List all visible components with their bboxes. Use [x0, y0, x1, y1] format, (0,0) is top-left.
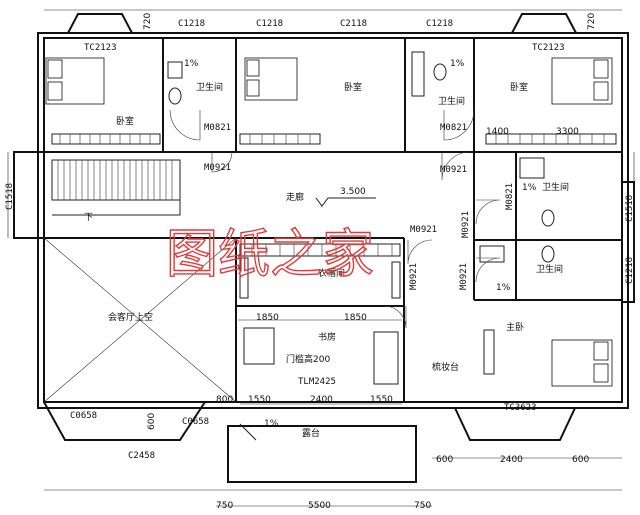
- door-m0921-right-c: M0921: [409, 263, 419, 290]
- dim-bot-800: 800: [216, 395, 233, 405]
- watermark: 图纸之家: [166, 225, 374, 285]
- exterior-walls: [13, 13, 635, 441]
- window-c0658-a: C0658: [70, 411, 97, 421]
- door-opening-label: 门槛高200: [286, 353, 330, 365]
- dim-bottom-750-a: 750: [216, 501, 233, 511]
- window-c1518-left: C1518: [5, 183, 15, 210]
- interior-walls: [44, 38, 622, 483]
- terrace-slope-arrow: [239, 423, 257, 441]
- dim-right-1400: 1400: [486, 127, 509, 137]
- elevation-label: 3.500: [340, 187, 366, 197]
- slope-label-3: 1%: [522, 183, 537, 193]
- bed-left: [45, 57, 105, 105]
- window-c1218-a: C1218: [178, 19, 205, 29]
- window-c1518-right: C1518: [625, 195, 635, 222]
- dim-study-1850-a: 1850: [256, 313, 279, 323]
- room-corridor: 走廊: [286, 191, 304, 203]
- slope-label-5: 1%: [264, 419, 279, 429]
- window-tc2123-right: TC2123: [532, 43, 565, 53]
- door-m0921-right-d: M0921: [459, 263, 469, 290]
- door-m0921-left: M0921: [204, 163, 231, 173]
- dimension-lines: [7, 9, 635, 507]
- dim-bot-600-left: 600: [147, 413, 157, 430]
- dim-study-1850-b: 1850: [344, 313, 367, 323]
- room-bath-center: 卫生间: [438, 95, 465, 107]
- room-terrace: 露台: [302, 427, 320, 439]
- window-c1218-c: C1218: [426, 19, 453, 29]
- dim-top-720-left: 720: [143, 13, 153, 30]
- dim-bot-1550-b: 1550: [370, 395, 393, 405]
- slope-label-2: 1%: [450, 59, 465, 69]
- room-bath-right-lower: 卫生间: [536, 263, 563, 275]
- room-bath-right-upper: 卫生间: [542, 181, 569, 193]
- cloakroom-rack: [239, 243, 401, 299]
- room-master-bedroom: 主卧: [506, 321, 524, 333]
- wardrobe-right: [485, 133, 617, 145]
- room-bath-left: 卫生间: [196, 81, 223, 93]
- window-c1218-right: C1218: [625, 257, 635, 284]
- door-m0921-center: M0921: [440, 165, 467, 175]
- dim-bot-600-b: 600: [572, 455, 589, 465]
- window-tlm2425: TLM2425: [298, 377, 336, 387]
- bath-fixtures: [167, 51, 555, 385]
- door-m0921-right-b: M0921: [461, 211, 471, 238]
- bed-right: [551, 57, 613, 105]
- door-m0821-center: M0821: [440, 123, 467, 133]
- door-m0821-right: M0821: [505, 183, 515, 210]
- wardrobe-left: [51, 133, 161, 145]
- door-m0921-right-a: M0921: [410, 225, 437, 235]
- dim-bottom-5500: 5500: [308, 501, 331, 511]
- window-c0658-b: C0658: [182, 417, 209, 427]
- dim-bot-600-a: 600: [436, 455, 453, 465]
- room-vanity: 梳妆台: [432, 361, 459, 373]
- bed-master: [551, 339, 613, 387]
- dim-top-720-right: 720: [587, 13, 597, 30]
- window-tc2123-left: TC2123: [84, 43, 117, 53]
- room-study: 书房: [318, 331, 336, 343]
- window-c2458: C2458: [128, 451, 155, 461]
- slope-label-1: 1%: [184, 59, 199, 69]
- window-c1218-b: C1218: [256, 19, 283, 29]
- window-tc3623: TC3623: [504, 403, 537, 413]
- window-c2118: C2118: [340, 19, 367, 29]
- dim-bot-2400: 2400: [310, 395, 333, 405]
- dim-bot-1550-a: 1550: [248, 395, 271, 405]
- void-x: [43, 237, 237, 403]
- dim-right-3300: 3300: [556, 127, 579, 137]
- room-bedroom-right: 卧室: [510, 81, 528, 93]
- stair-down-label: 下: [84, 213, 93, 223]
- room-living-void: 会客厅上空: [108, 311, 153, 323]
- staircase: [51, 159, 181, 216]
- elevation-marker: [315, 197, 376, 207]
- dim-bottom-750-b: 750: [414, 501, 431, 511]
- dim-bot-2400-right: 2400: [500, 455, 523, 465]
- door-m0821-left: M0821: [204, 123, 231, 133]
- wardrobe-center: [239, 133, 321, 145]
- room-bedroom-left: 卧室: [116, 115, 134, 127]
- bed-center: [244, 57, 298, 101]
- slope-label-4: 1%: [496, 283, 511, 293]
- door-swings: [169, 109, 501, 329]
- room-cloakroom: 衣帽间: [318, 267, 345, 279]
- room-bedroom-center: 卧室: [344, 81, 362, 93]
